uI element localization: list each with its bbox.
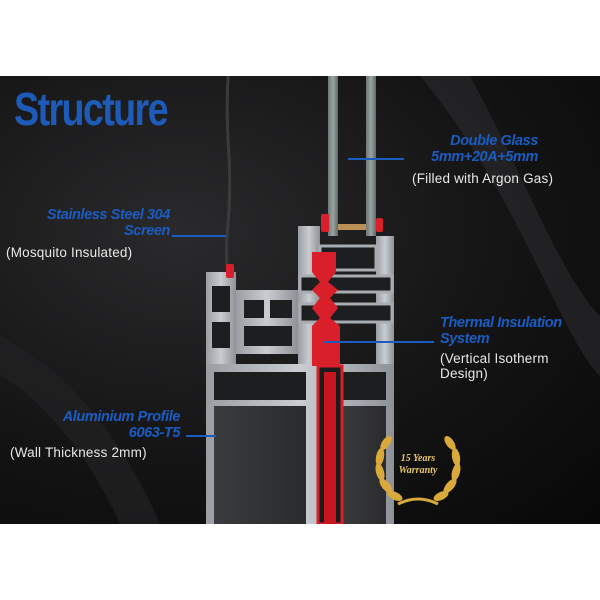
thermal-insulation-core — [324, 372, 336, 524]
screen-subtitle: Screen — [124, 222, 170, 239]
double-glass-note-text: (Filled with Argon Gas) — [412, 171, 554, 186]
glass-gasket-right — [376, 218, 383, 232]
thermal-title: Thermal Insulation — [440, 315, 562, 331]
laurel-wreath-icon — [375, 436, 461, 506]
thermal-note-line1: (Vertical Isotherm — [440, 351, 549, 366]
sash-profile-right — [376, 236, 394, 366]
background-streak — [420, 76, 600, 376]
thermal-subtitle: System — [440, 330, 490, 347]
mesh-screen — [224, 76, 232, 287]
window-section-drawing — [0, 76, 600, 524]
glass-spacer — [338, 224, 366, 230]
double-glass-note: (Filled with Argon Gas) — [412, 171, 554, 187]
middle-chamber — [244, 300, 264, 318]
screen-title: Stainless Steel 304 — [47, 207, 170, 223]
frame-chamber — [214, 372, 306, 400]
glass-pane-outer — [328, 76, 338, 236]
screen-frame-chamber — [212, 286, 230, 312]
warranty-word: Warranty — [398, 465, 438, 476]
screen-label: Stainless Steel 304 Screen — [47, 207, 170, 240]
aluminium-title: Aluminium Profile — [62, 409, 181, 425]
screen-note: (Mosquito Insulated) — [6, 245, 133, 261]
structure-canvas: Structure Double Glass 5mm+20A+5mm (Fill… — [0, 76, 600, 524]
middle-chamber — [244, 326, 292, 346]
glass-gasket-left — [321, 214, 329, 232]
aluminium-note-text: (Wall Thickness 2mm) — [10, 445, 147, 460]
page-title: Structure — [14, 83, 169, 135]
warranty-badge: 15 Years Warranty — [368, 424, 468, 514]
double-glass-spec: 5mm+20A+5mm — [431, 148, 538, 165]
aluminium-spec: 6063-T5 — [128, 424, 181, 441]
double-glass-title: Double Glass — [450, 133, 538, 149]
background-streak — [0, 336, 160, 524]
warranty-years: 15 Years — [400, 453, 436, 464]
thermal-note: (Vertical Isotherm Design) — [440, 351, 549, 382]
frame-chamber — [342, 372, 386, 400]
screen-note-text: (Mosquito Insulated) — [6, 245, 133, 260]
glass-pane-inner — [366, 76, 376, 236]
frame-cavity-left — [214, 406, 306, 524]
double-glass-label: Double Glass 5mm+20A+5mm — [431, 133, 538, 166]
screen-gasket — [226, 264, 234, 278]
middle-chamber — [270, 300, 292, 318]
aluminium-label: Aluminium Profile 6063-T5 — [62, 409, 181, 442]
aluminium-note: (Wall Thickness 2mm) — [10, 445, 147, 461]
thermal-note-line2: Design) — [440, 365, 488, 381]
screen-frame-chamber — [212, 322, 230, 348]
thermal-break — [312, 252, 340, 366]
thermal-label: Thermal Insulation System — [440, 315, 562, 348]
